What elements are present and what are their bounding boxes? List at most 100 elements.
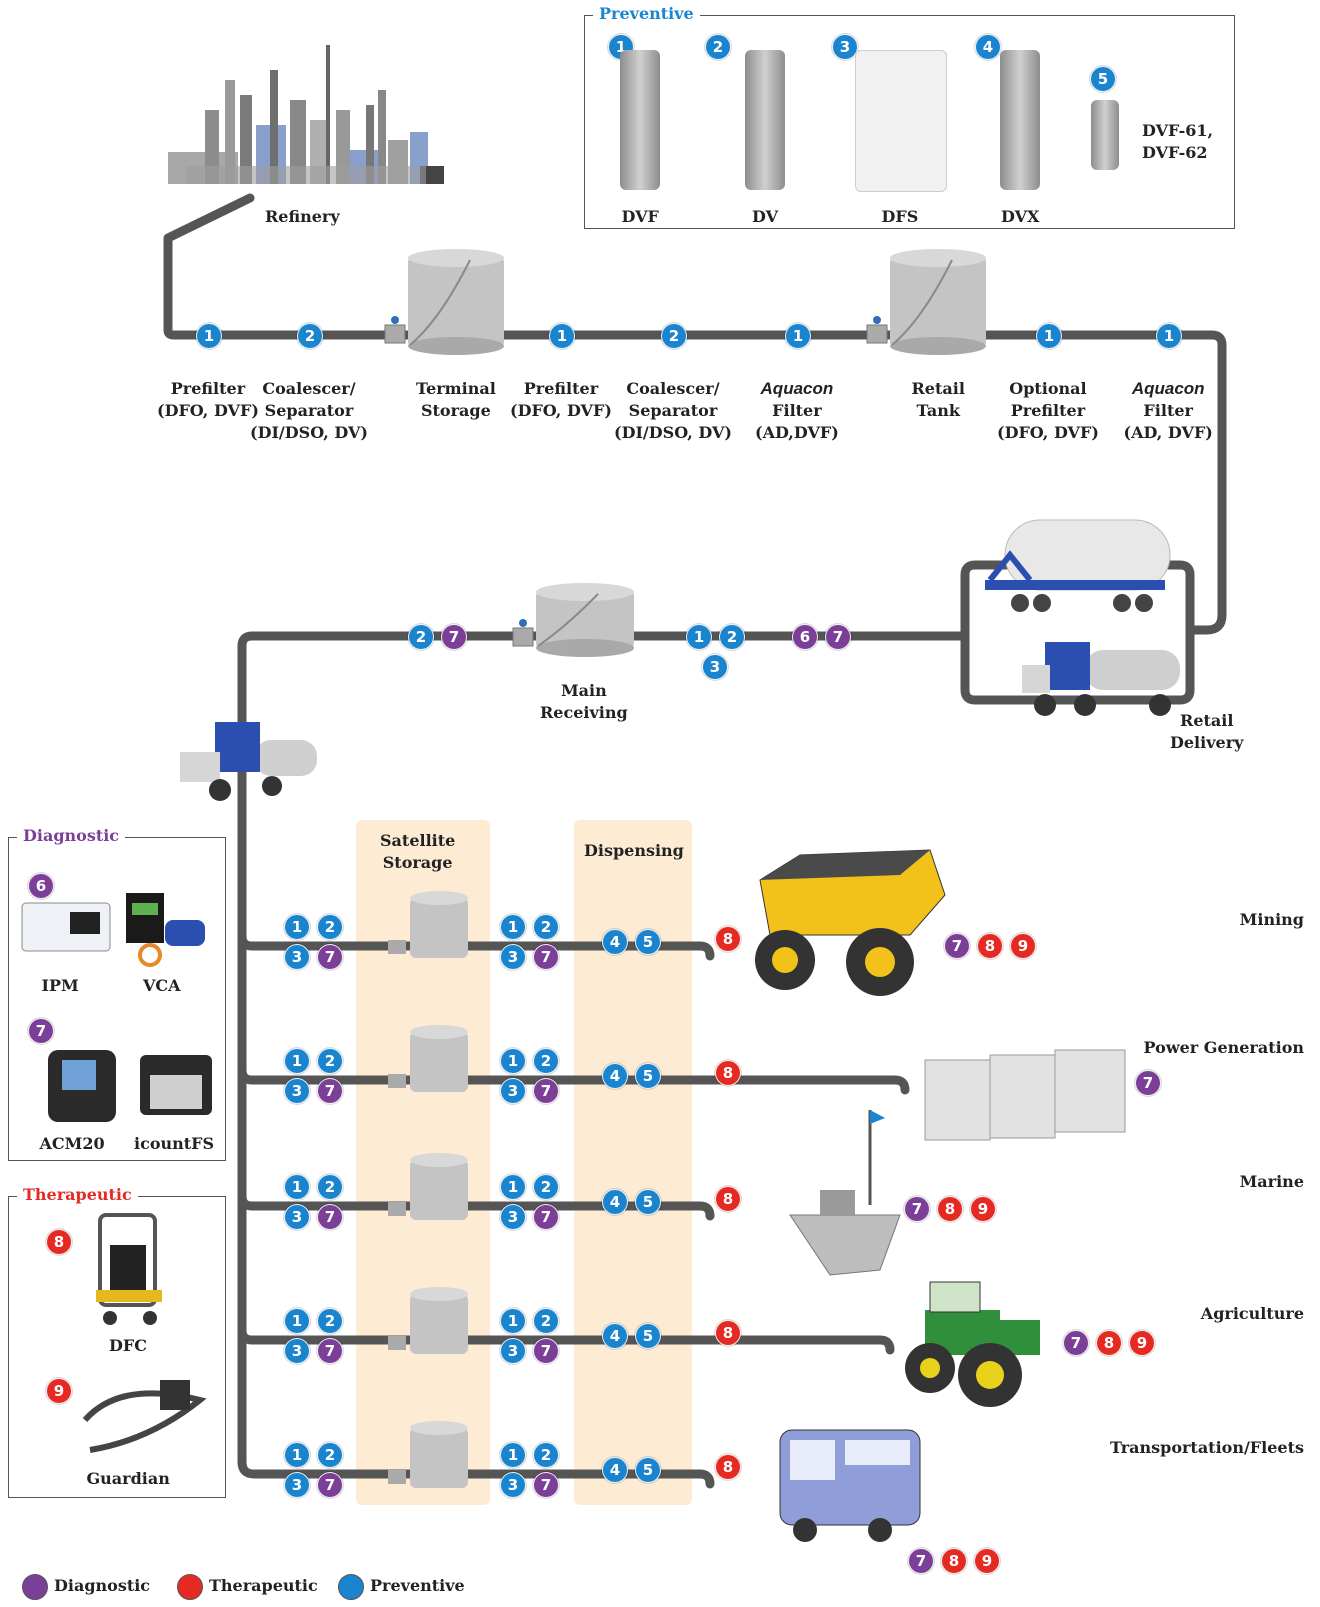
- badge-7: 7: [1063, 1330, 1089, 1356]
- badge-9: 9: [974, 1548, 1000, 1574]
- badge-3: 3: [284, 1338, 310, 1364]
- badge-8: 8: [715, 1060, 741, 1086]
- badge-2: 2: [297, 323, 323, 349]
- badge-8: 8: [715, 1454, 741, 1480]
- badge-7: 7: [533, 1204, 559, 1230]
- preventive-product-label: DFS: [881, 207, 919, 226]
- badge-9: 9: [970, 1196, 996, 1222]
- badge-8: 8: [941, 1548, 967, 1574]
- rail-tanker-car: [985, 519, 1171, 612]
- badge-2: 2: [719, 624, 745, 650]
- diagnostic-item-label: IPM: [41, 976, 79, 995]
- diagnostic-box-title: Diagnostic: [17, 826, 126, 845]
- badge-1: 1: [1036, 323, 1062, 349]
- badge-4: 4: [975, 34, 1001, 60]
- badge-7: 7: [1135, 1070, 1161, 1096]
- badge-8: 8: [1096, 1330, 1122, 1356]
- pipe-refinery: [163, 193, 1227, 635]
- badge-1: 1: [1156, 323, 1182, 349]
- badge-2: 2: [533, 1308, 559, 1334]
- badge-8: 8: [977, 933, 1003, 959]
- legend-dot-icon: [338, 1573, 364, 1600]
- badge-7: 7: [28, 1018, 54, 1044]
- preventive-product-image: [620, 50, 660, 190]
- refinery-illustration: [168, 45, 444, 184]
- end-use-label: Marine: [1239, 1172, 1304, 1191]
- badge-5: 5: [635, 1457, 661, 1483]
- tanker-truck-delivery: [1022, 642, 1180, 716]
- legend-label: Therapeutic: [209, 1576, 318, 1595]
- badge-8: 8: [715, 926, 741, 952]
- badge-3: 3: [284, 1204, 310, 1230]
- badge-5: 5: [635, 1323, 661, 1349]
- badge-7: 7: [317, 1472, 343, 1498]
- badge-3: 3: [284, 944, 310, 970]
- therapeutic-item-label: Guardian: [86, 1469, 170, 1488]
- pipe-branch-transport: [695, 1469, 715, 1489]
- badge-2: 2: [533, 1048, 559, 1074]
- badge-1: 1: [785, 323, 811, 349]
- badge-1: 1: [549, 323, 575, 349]
- badge-9: 9: [1129, 1330, 1155, 1356]
- icountfs-device: [140, 1055, 212, 1115]
- acm20-device: [48, 1050, 116, 1122]
- legend-item: Diagnostic: [22, 1573, 150, 1600]
- badge-1: 1: [284, 1308, 310, 1334]
- badge-2: 2: [533, 1174, 559, 1200]
- diagnostic-item-label: icountFS: [134, 1134, 215, 1153]
- tractor-illustration: [905, 1281, 1040, 1407]
- badge-3: 3: [832, 34, 858, 60]
- end-use-label: Mining: [1239, 910, 1304, 929]
- bus-illustration: [779, 1429, 921, 1542]
- badge-2: 2: [705, 34, 731, 60]
- diagnostic-item-label: ACM20: [39, 1134, 105, 1153]
- badge-1: 1: [500, 1442, 526, 1468]
- legend-dot-icon: [177, 1573, 203, 1600]
- pipe-delivery-loop: [960, 560, 1195, 705]
- mining-truck-illustration: [755, 849, 946, 996]
- legend-item: Therapeutic: [177, 1573, 318, 1600]
- badge-8: 8: [46, 1229, 72, 1255]
- badge-6: 6: [792, 624, 818, 650]
- top-step-label: Coalescer/Separator(DI/DSO, DV): [614, 379, 732, 442]
- badge-7: 7: [533, 944, 559, 970]
- end-use-label: Power Generation: [1143, 1038, 1304, 1057]
- badge-1: 1: [284, 1048, 310, 1074]
- preventive-product-label: DVF-61,DVF-62: [1142, 121, 1214, 162]
- badge-1: 1: [284, 1442, 310, 1468]
- preventive-product-label: DVF: [621, 207, 659, 226]
- badge-7: 7: [441, 624, 467, 650]
- therapeutic-item-label: DFC: [109, 1336, 147, 1355]
- badge-2: 2: [317, 1442, 343, 1468]
- preventive-product-image: [1091, 100, 1119, 170]
- badge-6: 6: [28, 873, 54, 899]
- badge-7: 7: [944, 933, 970, 959]
- dfc-device: [96, 1213, 162, 1325]
- badge-7: 7: [908, 1548, 934, 1574]
- ipm-device: [21, 902, 111, 952]
- badge-7: 7: [533, 1078, 559, 1104]
- badge-9: 9: [1010, 933, 1036, 959]
- badge-2: 2: [317, 1308, 343, 1334]
- preventive-product-image: [745, 50, 785, 190]
- badge-7: 7: [904, 1196, 930, 1222]
- badge-3: 3: [284, 1472, 310, 1498]
- top-step-label: Prefilter(DFO, DVF): [510, 379, 612, 420]
- badge-5: 5: [635, 1063, 661, 1089]
- badge-2: 2: [317, 1174, 343, 1200]
- badge-1: 1: [284, 914, 310, 940]
- badge-7: 7: [317, 1338, 343, 1364]
- marine-boat-illustration: [789, 1110, 901, 1276]
- power-generation-illustration: [924, 1049, 1126, 1141]
- badge-2: 2: [533, 1442, 559, 1468]
- badge-7: 7: [317, 1078, 343, 1104]
- pipe-middle: [237, 631, 970, 1479]
- legend-label: Preventive: [370, 1576, 465, 1595]
- badge-3: 3: [500, 1078, 526, 1104]
- badge-2: 2: [533, 914, 559, 940]
- badge-1: 1: [686, 624, 712, 650]
